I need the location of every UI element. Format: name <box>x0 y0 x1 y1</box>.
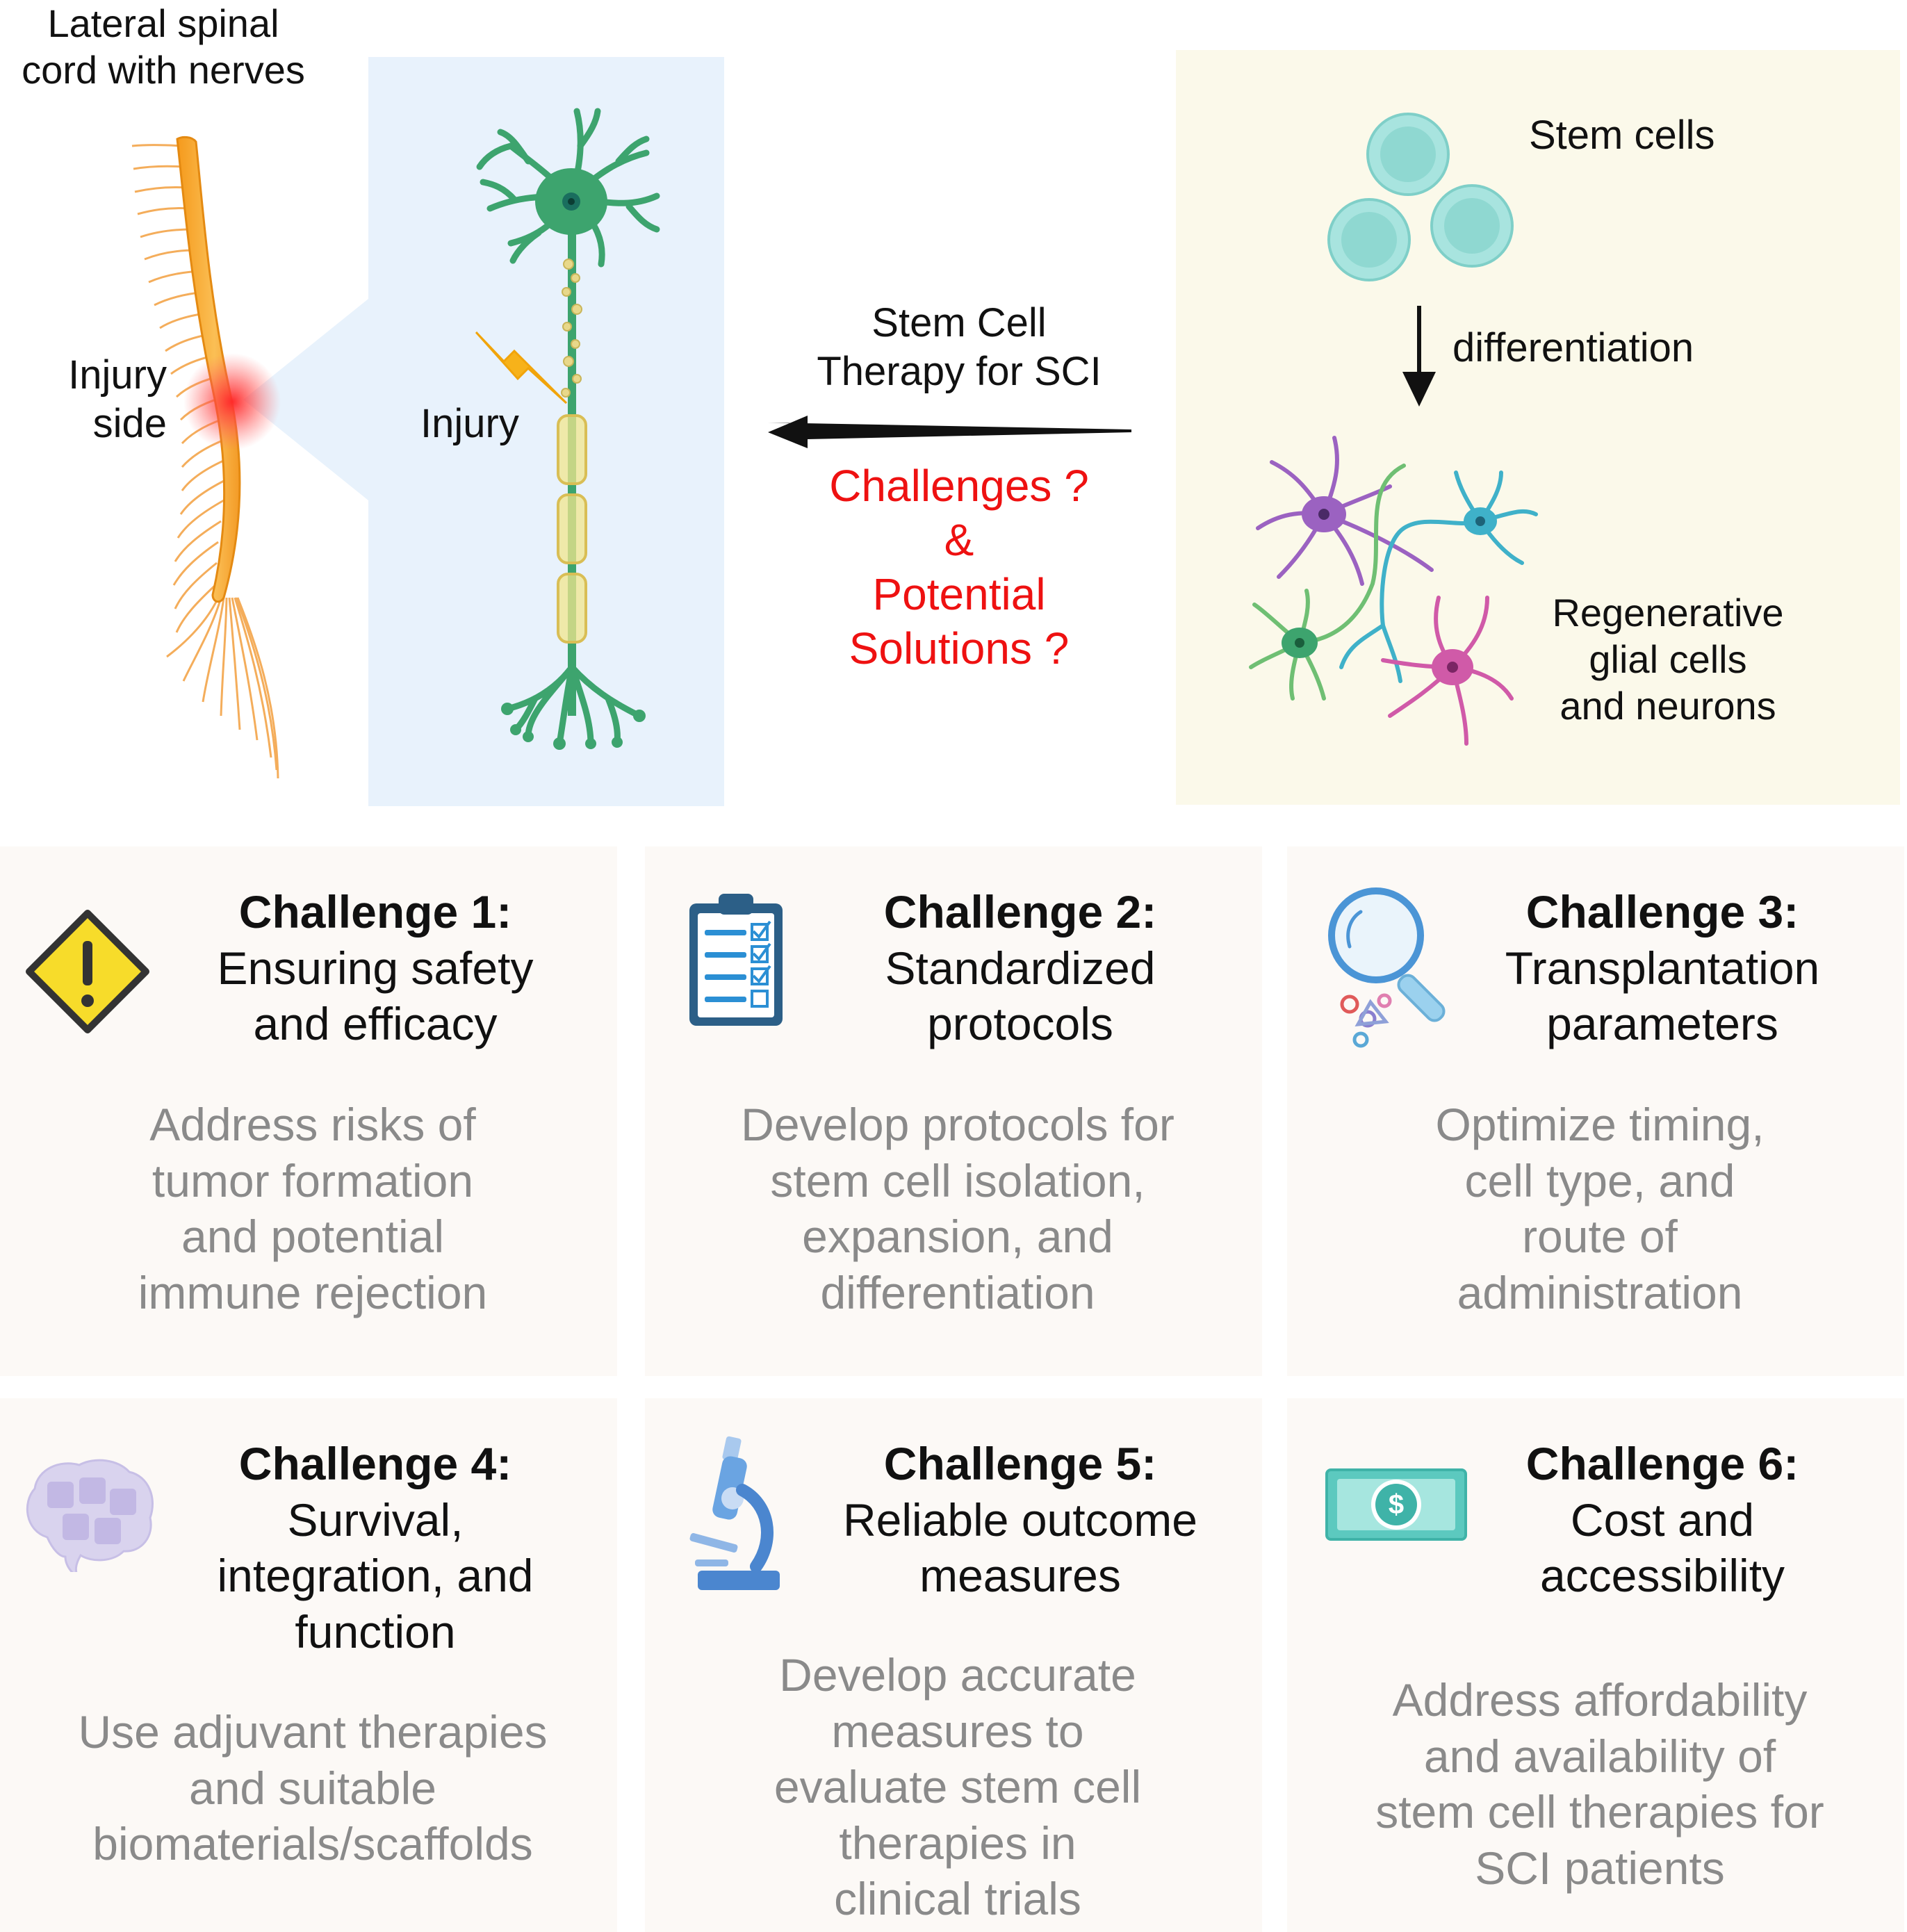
challenge-title-1: Challenge 1: Ensuring safety and efficac… <box>167 884 584 1052</box>
injury-glow <box>183 353 281 450</box>
challenges-question: Challenges ? & Potential Solutions ? <box>829 461 1089 674</box>
challenge-subtitle-1: Ensuring safety and efficacy <box>217 942 534 1050</box>
magnifier-cells-icon <box>1328 887 1446 1048</box>
challenge-desc-4: Use adjuvant therapies and suitable biom… <box>78 1706 548 1870</box>
challenge-heading-4: Challenge 4: <box>238 1438 512 1489</box>
banknote-icon: $ <box>1325 1468 1467 1541</box>
zoom-cone <box>243 299 368 500</box>
top-illustration <box>131 108 1538 779</box>
challenge-card-1: Challenge 1: Ensuring safety and efficac… <box>0 846 617 1376</box>
challenge-heading-3: Challenge 3: <box>1525 886 1799 938</box>
challenge-desc-5: Develop accurate measures to evaluate st… <box>774 1649 1142 1925</box>
regenerative-label: Regenerative glial cells and neurons <box>1552 591 1784 728</box>
injury-side-label: Injury side <box>68 352 167 446</box>
challenge-desc-6: Address affordability and availability o… <box>1375 1674 1824 1894</box>
challenge-title-2: Challenge 2: Standardized protocols <box>812 884 1229 1052</box>
injury-label: Injury <box>420 401 519 446</box>
microscope-icon <box>689 1436 780 1590</box>
clipboard-checklist-icon <box>689 894 783 1026</box>
warning-icon <box>26 910 149 1033</box>
challenge-desc-2: Develop protocols for stem cell isolatio… <box>741 1099 1175 1318</box>
stem-cells-label: Stem cells <box>1529 113 1715 158</box>
challenge-subtitle-2: Standardized protocols <box>885 942 1156 1050</box>
challenge-card-6: $ Challenge 6: Cost and accessibility Ad… <box>1287 1398 1904 1932</box>
challenge-subtitle-4: Survival, integration, and function <box>217 1493 534 1657</box>
challenge-card-2: Challenge 2: Standardized protocols Deve… <box>645 846 1262 1376</box>
challenge-subtitle-3: Transplantation parameters <box>1505 942 1820 1050</box>
down-arrow-icon <box>1402 306 1436 407</box>
stem-cell-panel <box>1176 50 1900 805</box>
glial-cells-neurons-icon <box>1249 436 1538 746</box>
challenge-desc-1: Address risks of tumor formation and pot… <box>138 1099 488 1318</box>
challenge-heading-6: Challenge 6: <box>1525 1438 1799 1489</box>
spinal-cord-icon <box>131 136 281 779</box>
challenge-subtitle-6: Cost and accessibility <box>1539 1493 1785 1602</box>
challenge-title-6: Challenge 6: Cost and accessibility <box>1454 1436 1871 1604</box>
spine-title: Lateral spinal cord with nerves <box>22 1 305 92</box>
challenge-heading-2: Challenge 2: <box>883 886 1157 938</box>
svg-text:$: $ <box>1389 1489 1404 1520</box>
challenge-subtitle-5: Reliable outcome measures <box>843 1493 1197 1602</box>
challenge-desc-3: Optimize timing, cell type, and route of… <box>1435 1099 1765 1318</box>
differentiation-label: differentiation <box>1452 325 1694 370</box>
challenge-heading-1: Challenge 1: <box>238 886 512 938</box>
therapy-label: Stem Cell Therapy for SCI <box>817 300 1102 394</box>
challenge-card-4: Challenge 4: Survival, integration, and … <box>0 1398 617 1932</box>
challenge-title-4: Challenge 4: Survival, integration, and … <box>167 1436 584 1660</box>
challenge-card-5: Challenge 5: Reliable outcome measures D… <box>645 1398 1262 1932</box>
challenge-title-5: Challenge 5: Reliable outcome measures <box>812 1436 1229 1604</box>
challenge-title-3: Challenge 3: Transplantation parameters <box>1454 884 1871 1052</box>
stem-cells-icon <box>1327 113 1514 281</box>
challenge-heading-5: Challenge 5: <box>883 1438 1157 1489</box>
challenge-card-3: Challenge 3: Transplantation parameters … <box>1287 846 1904 1376</box>
left-arrow-icon <box>768 416 1131 448</box>
neuron-icon <box>476 108 660 750</box>
lightning-icon <box>475 331 568 404</box>
brain-puzzle-icon <box>26 1459 154 1572</box>
